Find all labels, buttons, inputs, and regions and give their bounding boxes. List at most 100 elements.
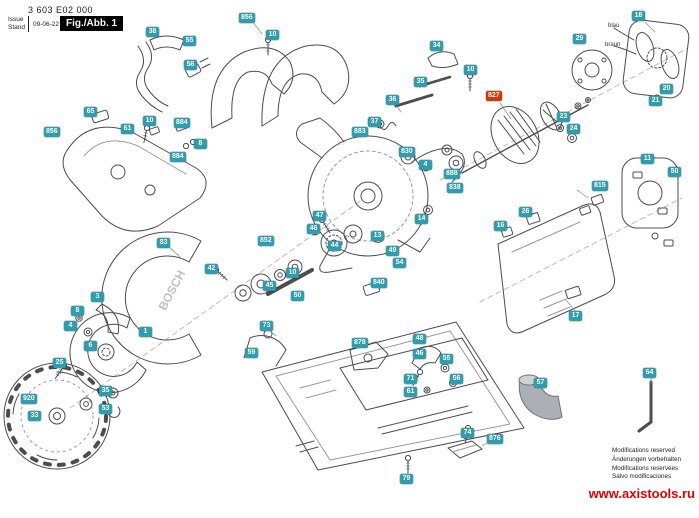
part-callout-50[interactable]: 50 [291, 291, 304, 302]
part-callout-827[interactable]: 827 [486, 91, 502, 102]
part-callout-34[interactable]: 34 [430, 41, 443, 52]
part-callout-852[interactable]: 852 [258, 236, 274, 247]
lock-lever [427, 51, 459, 69]
part-callout-876[interactable]: 876 [487, 434, 503, 445]
modification-notes: Modifications reserved Änderungen vorbeh… [612, 447, 681, 482]
cord-protector [149, 35, 185, 51]
part-callout-48[interactable]: 48 [413, 334, 426, 345]
part-callout-856[interactable]: 856 [239, 13, 255, 24]
part-callout-10[interactable]: 10 [464, 65, 477, 76]
part-callout-883[interactable]: 883 [352, 127, 368, 138]
motor-housing [497, 203, 615, 334]
part-callout-45[interactable]: 45 [263, 281, 276, 292]
part-callout-37[interactable]: 37 [368, 117, 381, 128]
bearing-flange [621, 157, 679, 247]
gear-housing [296, 117, 465, 273]
wire-color-label: blau [608, 23, 620, 29]
part-callout-888[interactable]: 888 [444, 169, 460, 180]
part-callout-71[interactable]: 71 [404, 374, 417, 385]
part-callout-8[interactable]: 8 [71, 306, 84, 317]
guide-notch [295, 440, 319, 453]
document-number: 3 603 E02 000 [28, 5, 94, 15]
part-callout-6[interactable]: 6 [84, 341, 97, 352]
part-callout-29[interactable]: 29 [573, 34, 586, 45]
part-callout-17[interactable]: 17 [569, 311, 582, 322]
part-callout-61[interactable]: 61 [121, 124, 134, 135]
note-line: Salvo modificaciones [612, 473, 672, 481]
part-callout-61[interactable]: 61 [404, 387, 417, 398]
part-callout-74[interactable]: 74 [461, 428, 474, 439]
part-callout-13[interactable]: 13 [371, 231, 384, 242]
pivot-bracket [349, 341, 389, 371]
part-callout-4[interactable]: 4 [64, 321, 77, 332]
part-callout-57[interactable]: 57 [534, 378, 547, 389]
note-line: Modifications reserved [612, 447, 675, 454]
part-callout-35[interactable]: 35 [99, 386, 112, 397]
guard-segment [69, 312, 147, 394]
part-callout-49[interactable]: 49 [386, 246, 399, 257]
part-callout-53[interactable]: 53 [99, 404, 112, 415]
handle-shell-left [62, 126, 207, 232]
part-callout-73[interactable]: 73 [260, 321, 273, 332]
part-callout-42[interactable]: 42 [205, 264, 218, 275]
note-line: Modifications reservées [612, 464, 679, 472]
rear-guide [447, 424, 483, 459]
part-callout-54[interactable]: 54 [393, 258, 406, 269]
part-callout-33[interactable]: 33 [28, 411, 41, 422]
part-callout-79[interactable]: 79 [400, 474, 413, 485]
part-callout-35[interactable]: 35 [414, 77, 427, 88]
part-callout-47[interactable]: 47 [313, 211, 326, 222]
part-callout-884[interactable]: 884 [174, 118, 190, 129]
part-callout-8[interactable]: 8 [194, 139, 207, 150]
part-callout-44[interactable]: 44 [328, 241, 341, 252]
part-callout-50[interactable]: 50 [668, 167, 681, 178]
issue-label: Issue [8, 16, 24, 23]
issue-stand-block: Issue Stand 09-06-22 [8, 16, 60, 33]
part-callout-64[interactable]: 64 [643, 368, 656, 379]
part-callout-55[interactable]: 55 [440, 354, 453, 365]
part-callout-11[interactable]: 11 [641, 154, 654, 165]
issue-date: 09-06-22 [33, 20, 60, 28]
part-callout-23[interactable]: 23 [557, 112, 570, 123]
part-callout-4[interactable]: 4 [419, 160, 432, 171]
part-callout-838[interactable]: 838 [447, 183, 463, 194]
part-callout-10[interactable]: 10 [266, 30, 279, 41]
part-callout-840[interactable]: 840 [371, 278, 387, 289]
part-callout-59[interactable]: 59 [245, 348, 258, 359]
part-callout-58[interactable]: 58 [184, 60, 197, 71]
website-link[interactable]: www.axistools.ru [588, 486, 695, 501]
part-callout-46[interactable]: 46 [307, 224, 320, 235]
part-callout-18[interactable]: 18 [632, 11, 645, 22]
part-callout-878[interactable]: 878 [352, 338, 368, 349]
part-callout-16[interactable]: 16 [494, 221, 507, 232]
part-callout-3[interactable]: 3 [91, 292, 104, 303]
part-callout-56[interactable]: 56 [450, 374, 463, 385]
part-callout-815[interactable]: 815 [592, 181, 608, 192]
brush-holders [579, 193, 605, 216]
part-callout-36[interactable]: 36 [386, 95, 399, 106]
part-callout-38[interactable]: 38 [146, 27, 159, 38]
part-callout-920[interactable]: 920 [21, 394, 37, 405]
part-callout-14[interactable]: 14 [415, 214, 428, 225]
wire-color-label: braun [605, 42, 621, 48]
part-callout-1[interactable]: 1 [139, 327, 152, 338]
part-callout-21[interactable]: 21 [649, 96, 662, 107]
part-callout-830[interactable]: 830 [399, 147, 415, 158]
depth-lever-parts [410, 345, 457, 394]
part-callout-20[interactable]: 20 [660, 84, 673, 95]
part-callout-884[interactable]: 884 [170, 152, 186, 163]
part-callout-26[interactable]: 26 [519, 207, 532, 218]
part-callout-10[interactable]: 10 [286, 268, 299, 279]
part-callout-10[interactable]: 10 [143, 116, 156, 127]
part-callout-24[interactable]: 24 [567, 124, 580, 135]
part-callout-46[interactable]: 46 [413, 349, 426, 360]
part-callout-55[interactable]: 55 [183, 36, 196, 47]
field-stator [613, 19, 690, 99]
part-callout-25[interactable]: 25 [53, 358, 66, 369]
part-callout-65[interactable]: 65 [84, 107, 97, 118]
part-callout-83[interactable]: 83 [157, 238, 170, 249]
part-callout-856[interactable]: 856 [44, 127, 60, 138]
